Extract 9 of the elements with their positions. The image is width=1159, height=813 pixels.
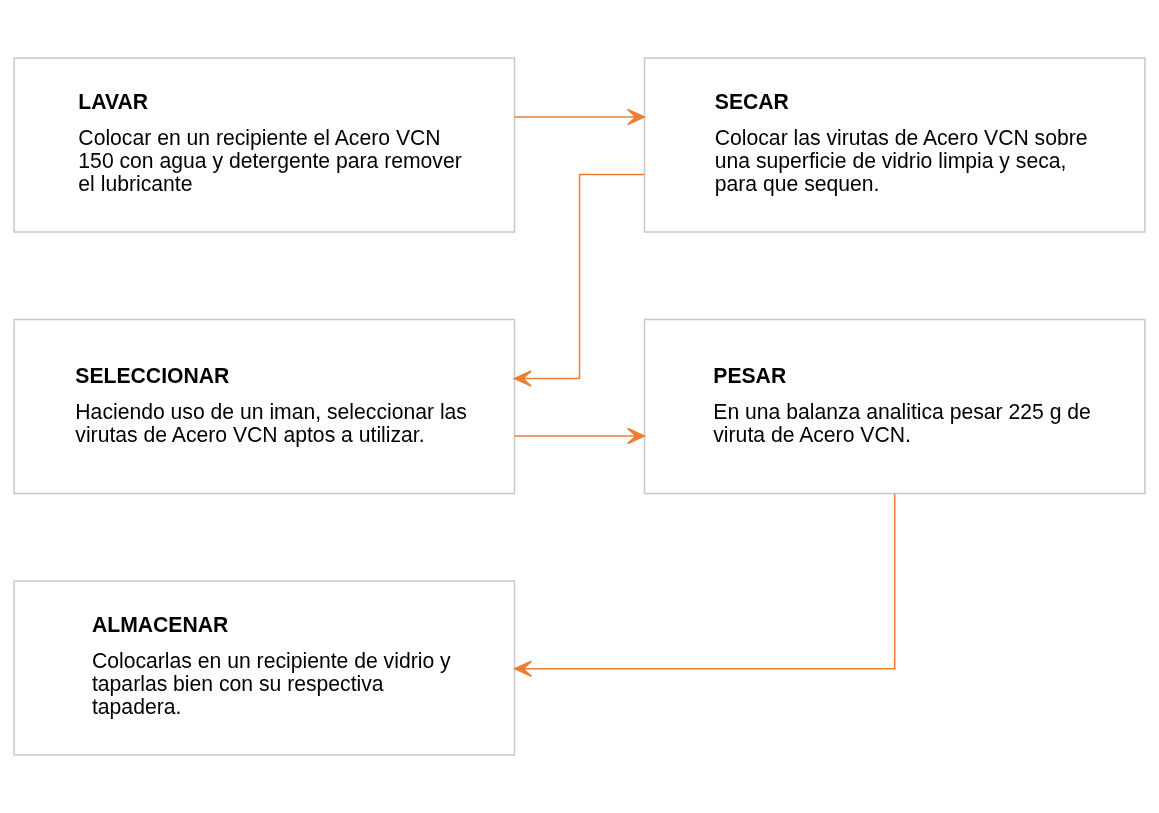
node-box: LAVAR Colocar en un recipiente el Acero VCN 150 con agua y detergente para remover el lubricante (13, 57, 516, 233)
node-box: ALMACENAR Colocarlas en un recipiente de vidrio y taparlas bien con su respectiva tapadera. (13, 580, 516, 756)
node-box: SELECCIONAR Haciendo uso de un iman, seleccionar las virutas de Acero VCN aptos a utilizar. (13, 318, 516, 495)
arrow (513, 173, 646, 387)
arrow (514, 427, 645, 445)
arrow (514, 493, 896, 678)
arrow (514, 108, 645, 126)
node-box: SECAR Colocar las virutas de Acero VCN sobre una superficie de vidrio limpia y seca, para que sequen. (643, 57, 1146, 233)
node-box: PESAR En una balanza analitica pesar 225 g de viruta de Acero VCN. (643, 318, 1146, 495)
